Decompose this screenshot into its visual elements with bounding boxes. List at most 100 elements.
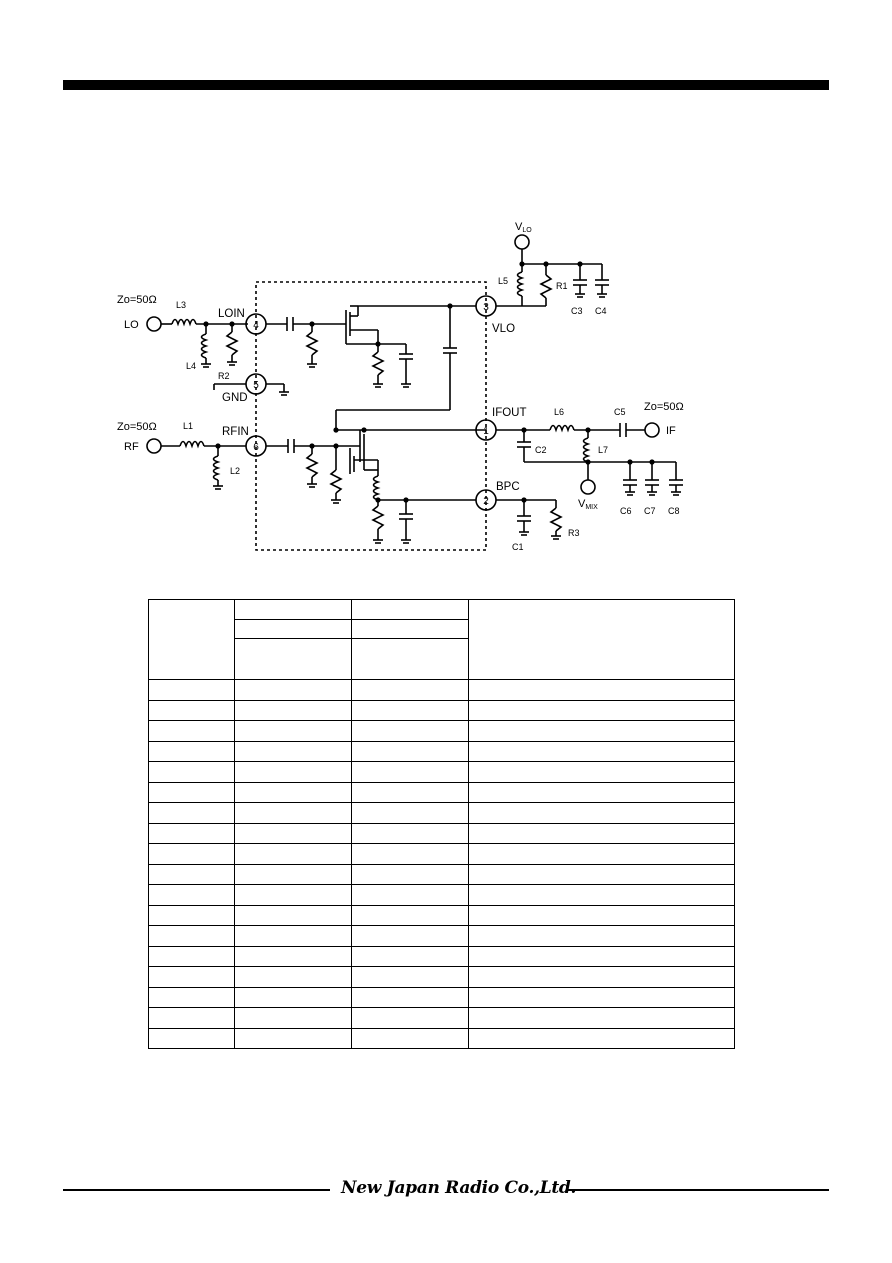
table-row (148, 966, 735, 988)
label-r1: R1 (556, 281, 568, 291)
table-row (148, 679, 735, 701)
table-cell (351, 781, 469, 803)
table-cell (468, 863, 735, 885)
table-row (148, 843, 735, 865)
table-cell (468, 884, 735, 906)
table-row (148, 904, 735, 926)
table-header-row (149, 638, 735, 680)
table-row (148, 802, 735, 824)
table-cell (234, 740, 352, 762)
table-cell (148, 986, 235, 1008)
if-port-label: IF (666, 425, 676, 437)
label-c5: C5 (614, 407, 626, 417)
inductor-l7 (582, 437, 591, 463)
table-cell (351, 904, 469, 926)
label-r2: R2 (218, 371, 230, 381)
pin-4-number: 4 (253, 320, 259, 331)
table-cell (234, 802, 352, 824)
table-cell (468, 945, 735, 967)
lo-impedance-label: Zo=50Ω (117, 294, 157, 306)
table-header-cell (351, 638, 469, 680)
table-cell (148, 720, 235, 742)
pin-label-ifout: IFOUT (492, 407, 527, 419)
inductor-l3 (171, 318, 197, 327)
label-c6: C6 (620, 506, 632, 516)
table-row (148, 925, 735, 947)
table-cell (148, 863, 235, 885)
label-l2: L2 (230, 466, 240, 476)
inductor-l5 (516, 271, 525, 297)
table-cell (351, 699, 469, 721)
table-cell (148, 884, 235, 906)
label-r3: R3 (568, 528, 580, 538)
table-cell (234, 1007, 352, 1029)
table-cell (351, 802, 469, 824)
resistor-r1 (539, 274, 553, 299)
table-cell (468, 904, 735, 926)
table-cell (468, 740, 735, 762)
label-c8: C8 (668, 506, 680, 516)
table-cell (148, 740, 235, 762)
table-header-cell (468, 599, 735, 680)
table-cell (351, 740, 469, 762)
table-cell (351, 761, 469, 783)
table-row (148, 720, 735, 742)
table-cell (468, 986, 735, 1008)
table-cell (351, 1007, 469, 1029)
table-cell (351, 720, 469, 742)
table-cell (234, 986, 352, 1008)
label-l5: L5 (498, 276, 508, 286)
table-cell (234, 699, 352, 721)
table-cell (351, 863, 469, 885)
table-cell (351, 884, 469, 906)
table-cell (468, 679, 735, 701)
table-cell (468, 781, 735, 803)
table-header-cell (148, 599, 235, 680)
ic-package-boundary (255, 281, 487, 551)
lo-port-label: LO (124, 319, 139, 331)
table-cell (351, 822, 469, 844)
table-row (148, 945, 735, 967)
table-cell (468, 761, 735, 783)
table-cell (148, 1007, 235, 1029)
table-row (148, 986, 735, 1008)
component-values-table (148, 599, 735, 1049)
rf-port-terminal (146, 438, 162, 454)
table-cell (234, 761, 352, 783)
table-cell (234, 720, 352, 742)
pin-3-number: 3 (483, 302, 489, 313)
table-cell (234, 822, 352, 844)
table-cell (468, 925, 735, 947)
pin-label-bpc: BPC (496, 481, 520, 493)
table-row (148, 863, 735, 885)
table-header-cell (234, 619, 352, 639)
table-cell (234, 966, 352, 988)
pin-1-number: 1 (483, 426, 489, 437)
lo-port-terminal (146, 316, 162, 332)
table-cell (148, 966, 235, 988)
table-cell (468, 966, 735, 988)
pin-6-number: 6 (253, 442, 259, 453)
inductor-l6 (549, 424, 575, 433)
table-row (148, 781, 735, 803)
table-header-cell (234, 638, 352, 680)
table-header-cell (234, 599, 352, 620)
vmix-supply-label: VMIX (578, 498, 598, 511)
table-cell (468, 822, 735, 844)
table-cell (234, 679, 352, 701)
pin-5-number: 5 (253, 380, 259, 391)
table-cell (148, 679, 235, 701)
pin-label-rfin: RFIN (222, 426, 249, 438)
header-bar (63, 80, 829, 90)
table-row (148, 761, 735, 783)
pin-2-number: 2 (483, 496, 489, 507)
table-cell (148, 761, 235, 783)
table-cell (468, 1007, 735, 1029)
inductor-l4 (200, 333, 209, 359)
table-cell (234, 904, 352, 926)
table-row (148, 884, 735, 906)
table-cell (234, 884, 352, 906)
table-header-cell (351, 619, 469, 639)
rf-port-label: RF (124, 441, 139, 453)
table-body (148, 679, 735, 1049)
